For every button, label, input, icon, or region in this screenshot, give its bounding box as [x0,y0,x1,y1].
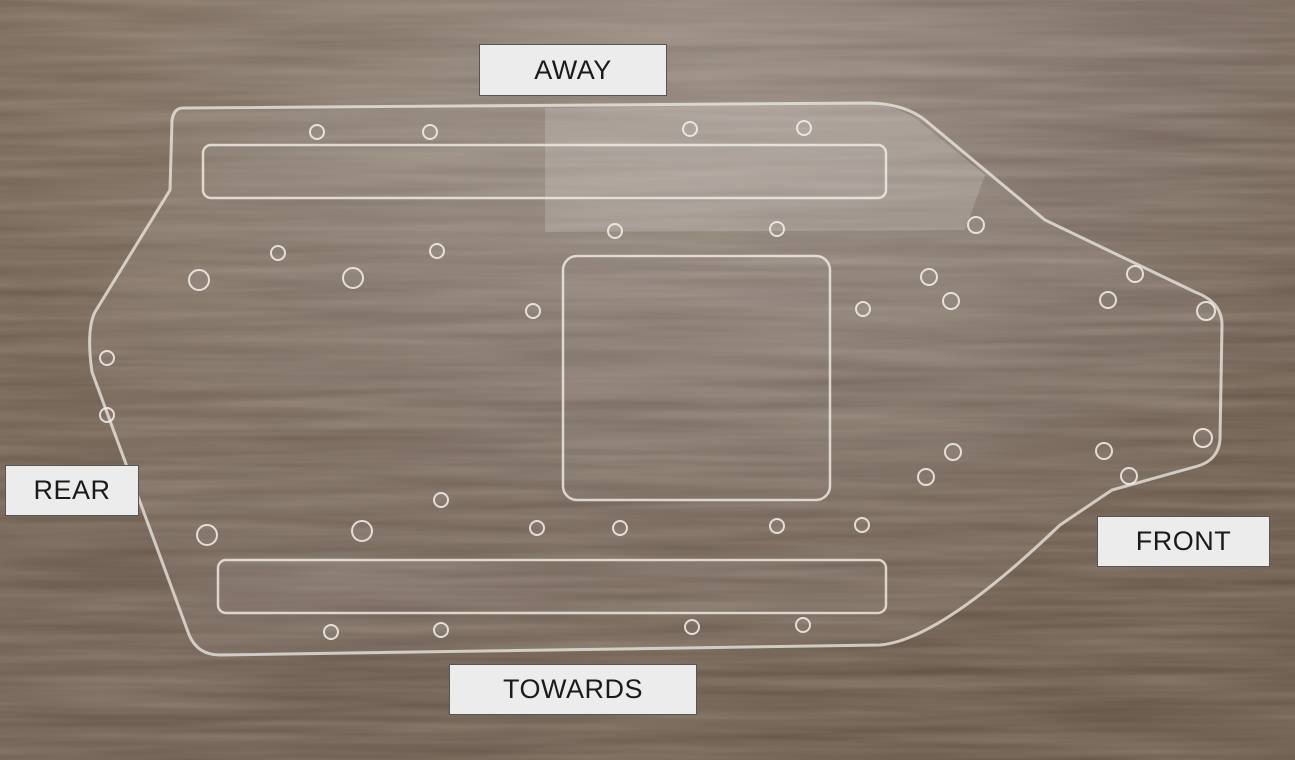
away-label: AWAY [479,44,667,96]
mounting-hole [944,443,962,461]
mounting-hole [795,617,811,633]
mounting-hole [323,624,339,640]
mounting-hole [855,301,871,317]
top-slot [201,143,888,200]
mounting-hole [433,492,449,508]
mounting-hole [796,120,812,136]
mounting-hole [769,518,785,534]
mounting-hole [682,121,698,137]
mounting-hole [433,622,449,638]
mounting-hole [99,407,115,423]
mounting-hole [967,216,985,234]
mounting-hole [270,245,286,261]
mounting-hole [917,468,935,486]
mounting-hole [1193,428,1213,448]
mounting-hole [1095,442,1113,460]
mounting-hole [196,524,218,546]
front-label: FRONT [1097,516,1270,567]
mounting-hole [854,517,870,533]
mounting-hole [612,520,628,536]
mounting-hole [1099,291,1117,309]
mounting-hole [422,124,438,140]
mounting-hole [99,350,115,366]
mounting-hole [529,520,545,536]
mounting-hole [607,223,623,239]
rear-label: REAR [5,465,139,516]
mounting-hole [309,124,325,140]
mounting-hole [188,269,210,291]
mounting-hole [1196,301,1216,321]
mounting-hole [920,268,938,286]
towards-label: TOWARDS [449,664,697,715]
acrylic-chassis-plate [88,101,1224,657]
mounting-hole [342,267,364,289]
bottom-slot [216,558,888,615]
mounting-hole [429,243,445,259]
mounting-hole [769,221,785,237]
center-cutout [561,254,832,502]
mounting-hole [942,292,960,310]
mounting-hole [684,619,700,635]
mounting-hole [525,303,541,319]
mounting-hole [1126,265,1144,283]
mounting-hole [351,520,373,542]
mounting-holes [99,120,1216,640]
mounting-hole [1120,467,1138,485]
